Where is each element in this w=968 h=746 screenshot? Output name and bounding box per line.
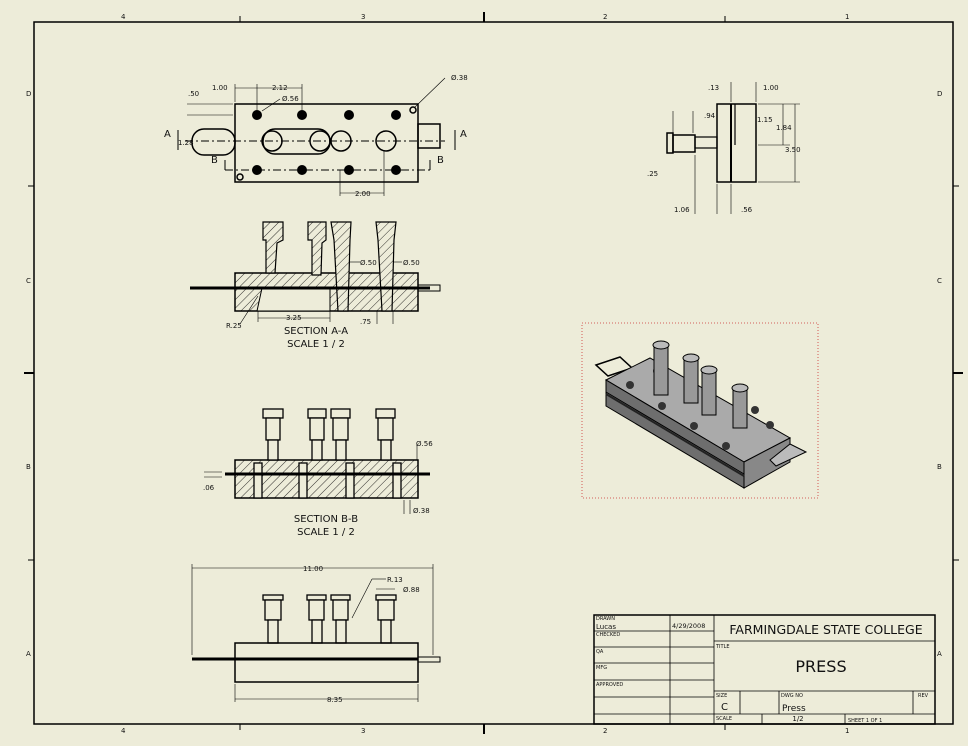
section-bb-view: Ø.56 .06 Ø.38 SECTION B-B SCALE 1 / 2 [203,408,433,538]
dimension-label: 1.84 [776,124,792,132]
dimension-label: R.25 [226,322,242,330]
zone-row: C [26,277,31,285]
section-a-marker: A [164,129,171,140]
dimension-label: .06 [203,484,215,492]
dimension-label: Ø.56 [416,440,433,448]
checked-label: CHECKED [596,632,620,638]
section-aa-view: Ø.50 Ø.50 3.25 .75 R.25 SECTION A-A SCAL… [190,221,441,350]
scale-value: 1/2 [792,715,803,723]
dimension-label: .50 [188,90,199,98]
dimension-label: 3.50 [785,146,801,154]
mfg-label: MFG [596,665,607,671]
dimension-label: 8.35 [327,696,343,704]
company-name: FARMINGDALE STATE COLLEGE [729,622,922,637]
zone-col: 1 [845,13,849,21]
title-block: DRAWN Lucas 4/29/2008 CHECKED QA MFG APP… [593,614,936,725]
zone-row: A [26,650,31,658]
section-scale: SCALE 1 / 2 [297,527,355,538]
zone-row: B [937,463,942,471]
qa-label: QA [596,649,604,655]
dimension-label: .94 [704,112,716,120]
scale-label: SCALE [716,716,732,722]
isometric-view [581,322,819,499]
section-b-marker: B [437,155,444,166]
size-value: C [721,702,728,713]
zone-col: 1 [845,727,849,735]
dimension-label: 1.28 [178,139,194,147]
drawing-title: PRESS [795,657,846,676]
dimension-label: Ø.38 [413,507,430,515]
drawn-label: DRAWN [596,616,615,622]
drawn-date: 4/29/2008 [672,622,705,630]
dimension-label: .25 [647,170,658,178]
zone-row: D [26,90,31,98]
dimension-label: .13 [708,84,719,92]
zone-labels: 4 3 2 1 4 3 2 1 D C B A D C B A [26,13,942,735]
dimension-label: 1.00 [763,84,779,92]
rev-label: REV [918,693,929,699]
zone-row: D [937,90,942,98]
dimension-label: .56 [741,206,753,214]
dimension-label: 2.12 [272,84,288,92]
title-label: TITLE [715,644,730,650]
dimension-label: 3.25 [286,314,302,322]
drawn-by: Lucas [596,623,616,631]
dimension-label: Ø.88 [403,586,420,594]
section-scale: SCALE 1 / 2 [287,339,345,350]
zone-col: 3 [361,727,365,735]
sheet-number: SHEET 1 OF 1 [848,718,882,724]
dwg-no-label: DWG NO [781,693,803,699]
top-view: A A B B 1.00 2.12 .50 Ø.56 Ø.38 1.28 2.0… [164,74,468,198]
dimension-label: 1.06 [674,206,690,214]
dwg-no-value: Press [782,704,806,714]
dimension-label: R.13 [387,576,403,584]
dimension-label: .75 [360,318,371,326]
size-label: SIZE [716,693,727,699]
dimension-label: Ø.56 [282,95,299,103]
dimension-label: 1.15 [757,116,773,124]
zone-row: C [937,277,942,285]
dimension-label: 1.00 [212,84,228,92]
zone-col: 2 [603,727,607,735]
dimension-label: Ø.38 [451,74,468,82]
zone-col: 4 [121,727,126,735]
zone-col: 2 [603,13,607,21]
dimension-label: Ø.50 [403,259,420,267]
approved-label: APPROVED [596,682,623,688]
section-title: SECTION B-B [294,514,358,525]
side-view: .13 1.00 .94 1.15 1.84 3.50 .25 1.06 .56 [647,82,801,214]
dimension-label: Ø.50 [360,259,377,267]
section-b-marker: B [211,155,218,166]
dimension-label: 11.00 [303,565,323,573]
dimension-label: 2.00 [355,190,371,198]
front-view: 11.00 R.13 Ø.88 8.35 [191,564,441,704]
sheet-border [24,12,963,734]
zone-col: 3 [361,13,365,21]
zone-row: B [26,463,31,471]
zone-row: A [937,650,942,658]
section-a-marker: A [460,129,467,140]
zone-col: 4 [121,13,126,21]
section-title: SECTION A-A [284,326,348,337]
